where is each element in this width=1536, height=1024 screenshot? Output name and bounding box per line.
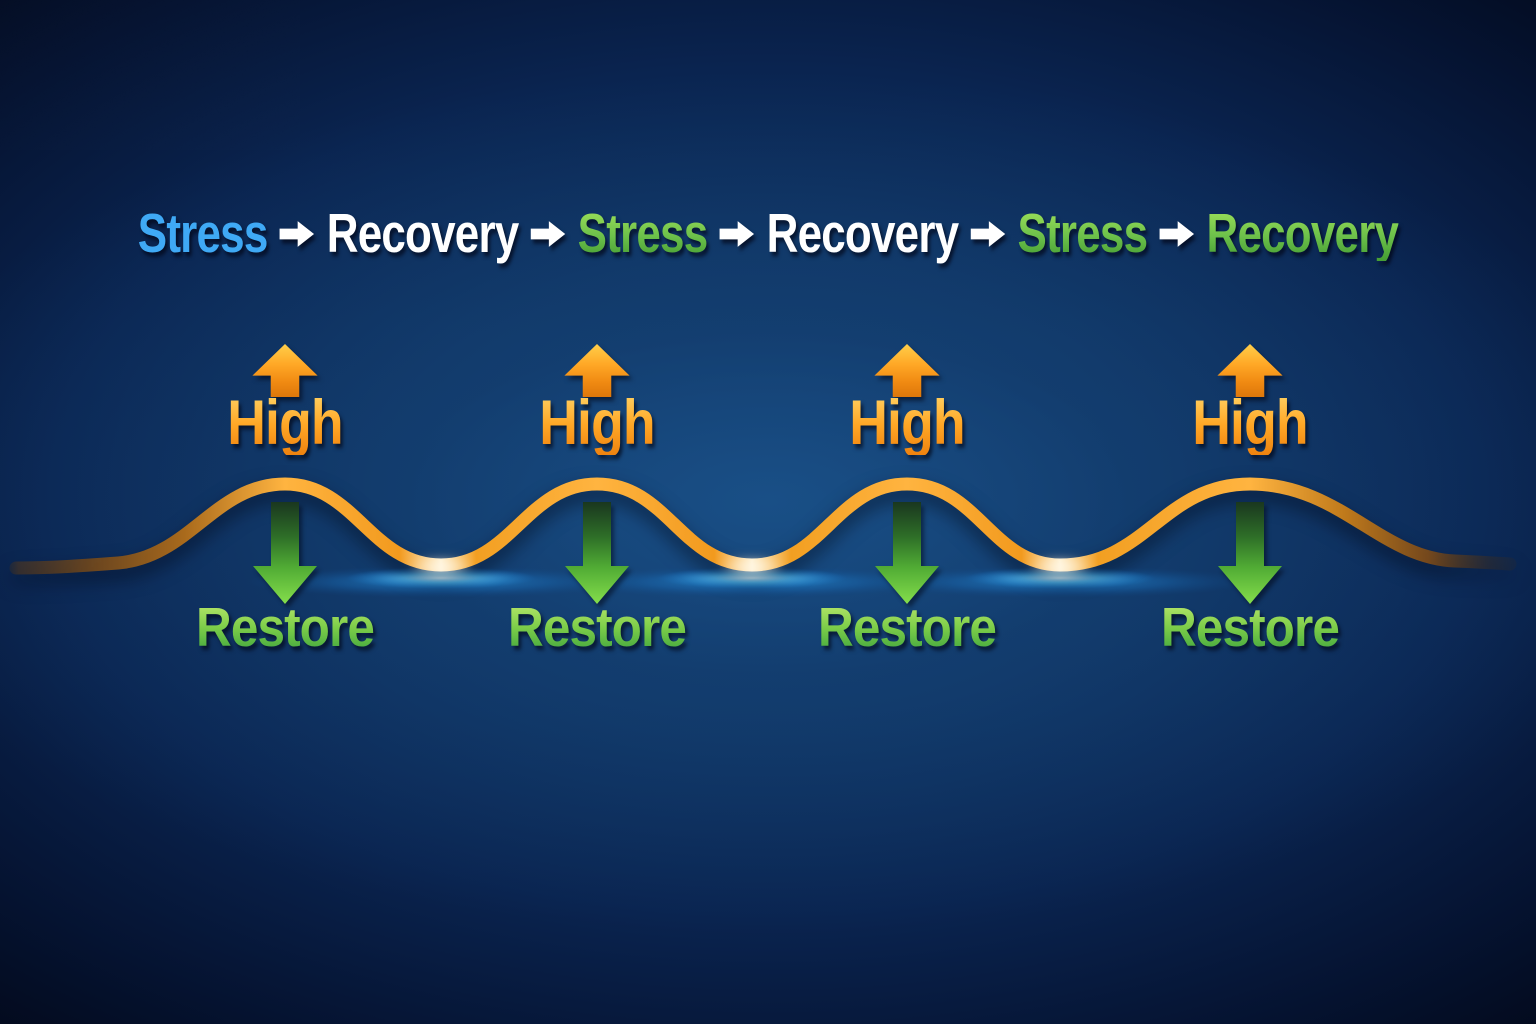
trough-glow-blue-core <box>965 567 1155 589</box>
high-label: High <box>149 392 421 455</box>
trough-glow-blue-core <box>657 567 847 589</box>
arrow-right-icon <box>1159 220 1195 247</box>
high-label: High <box>1114 392 1386 455</box>
restore-down-arrow-icon <box>253 502 317 604</box>
title-word-recovery-3: Recovery <box>1206 202 1399 264</box>
title-sequence: Stress Recovery Stress Recovery Stress R… <box>138 202 1399 264</box>
high-label: High <box>771 392 1043 455</box>
cycle-group-1: High Restore <box>125 344 445 684</box>
cycle-group-3: High Restore <box>747 344 1067 684</box>
title-word-stress-2: Stress <box>577 202 709 264</box>
arrow-right-icon <box>279 220 315 247</box>
trough-hotspot <box>407 557 475 577</box>
trough-hotspot-group <box>407 557 1094 577</box>
trough-glow-group <box>246 566 1255 598</box>
trough-glow-blue-core <box>346 567 536 589</box>
restore-down-arrow-icon <box>875 502 939 604</box>
cycle-group-2: High Restore <box>437 344 757 684</box>
arrow-right-icon <box>530 220 566 247</box>
restore-down-arrow-icon <box>565 502 629 604</box>
title-word-recovery-1: Recovery <box>326 202 520 264</box>
title-word-recovery-2: Recovery <box>766 202 960 264</box>
trough-hotspot <box>718 557 786 577</box>
high-up-arrow-icon <box>564 344 630 397</box>
restore-down-arrow-icon <box>1218 502 1282 604</box>
high-up-arrow-icon <box>874 344 940 397</box>
high-label: High <box>461 392 733 455</box>
arrow-right-icon <box>970 220 1006 247</box>
title-word-stress-3: Stress <box>1017 202 1149 264</box>
arrow-right-icon <box>719 220 755 247</box>
trough-hotspot <box>1026 557 1094 577</box>
restore-label: Restore <box>1106 600 1394 655</box>
cycle-group-4: High Restore <box>1090 344 1410 684</box>
restore-label: Restore <box>763 600 1051 655</box>
high-up-arrow-icon <box>252 344 318 397</box>
restore-label: Restore <box>141 600 429 655</box>
title-word-stress-1: Stress <box>137 202 269 264</box>
high-up-arrow-icon <box>1217 344 1283 397</box>
restore-label: Restore <box>453 600 741 655</box>
